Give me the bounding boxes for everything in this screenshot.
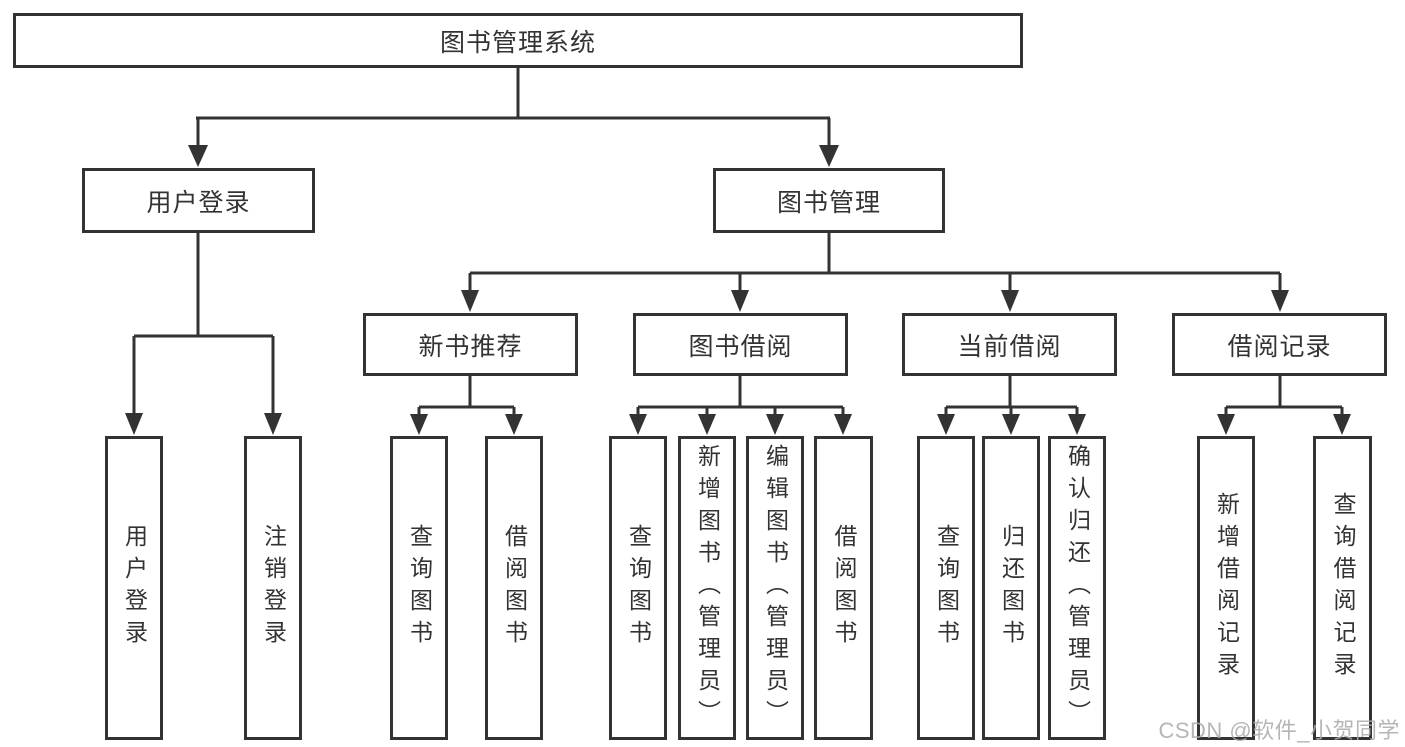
node-current-borrowing: 当前借阅 bbox=[902, 313, 1117, 376]
node-label: 图书借阅 bbox=[688, 332, 793, 361]
leaf-borrow-books: 借阅图书 bbox=[814, 436, 873, 740]
node-book-borrowing: 图书借阅 bbox=[633, 313, 848, 376]
node-label: 借阅图书 bbox=[501, 524, 528, 652]
leaf-query-books-recommend: 查询图书 bbox=[390, 436, 448, 740]
node-label: 新增借阅记录 bbox=[1213, 492, 1240, 684]
leaf-query-books-borrowing: 查询图书 bbox=[609, 436, 667, 740]
node-label: 新增图书（管理员） bbox=[694, 444, 721, 732]
node-new-book-recommend: 新书推荐 bbox=[363, 313, 578, 376]
leaf-confirm-return-admin: 确认归还（管理员） bbox=[1048, 436, 1106, 740]
node-label: 确认归还（管理员） bbox=[1064, 444, 1091, 732]
node-label: 当前借阅 bbox=[957, 332, 1062, 361]
leaf-add-book-admin: 新增图书（管理员） bbox=[678, 436, 736, 740]
node-label: 编辑图书（管理员） bbox=[762, 444, 789, 732]
leaf-add-borrow-record: 新增借阅记录 bbox=[1197, 436, 1255, 740]
node-label: 借阅记录 bbox=[1227, 332, 1332, 361]
node-label: 查询借阅记录 bbox=[1330, 492, 1356, 684]
node-label: 图书管理 bbox=[776, 188, 881, 217]
csdn-watermark: CSDN @软件_小贺同学 bbox=[1158, 718, 1400, 743]
leaf-return-books: 归还图书 bbox=[982, 436, 1040, 740]
node-user-login: 用户登录 bbox=[82, 168, 315, 233]
node-borrow-records: 借阅记录 bbox=[1172, 313, 1387, 376]
node-root-library-system: 图书管理系统 bbox=[13, 13, 1023, 68]
node-book-management: 图书管理 bbox=[713, 168, 945, 233]
leaf-query-books-current: 查询图书 bbox=[917, 436, 975, 740]
node-label: 归还图书 bbox=[998, 524, 1025, 652]
leaf-logout: 注销登录 bbox=[244, 436, 302, 740]
node-label: 查询图书 bbox=[406, 524, 433, 652]
leaf-query-borrow-record: 查询借阅记录 bbox=[1313, 436, 1372, 740]
node-label: 新书推荐 bbox=[418, 332, 523, 361]
leaf-borrow-books-recommend: 借阅图书 bbox=[485, 436, 543, 740]
leaf-user-login: 用户登录 bbox=[105, 436, 163, 740]
node-label: 注销登录 bbox=[260, 524, 287, 652]
node-label: 查询图书 bbox=[933, 524, 960, 652]
leaf-edit-book-admin: 编辑图书（管理员） bbox=[746, 436, 804, 740]
node-label: 用户登录 bbox=[146, 188, 251, 217]
node-label: 图书管理系统 bbox=[439, 28, 596, 57]
node-label: 用户登录 bbox=[121, 524, 148, 652]
node-label: 借阅图书 bbox=[831, 524, 857, 652]
node-label: 查询图书 bbox=[625, 524, 652, 652]
